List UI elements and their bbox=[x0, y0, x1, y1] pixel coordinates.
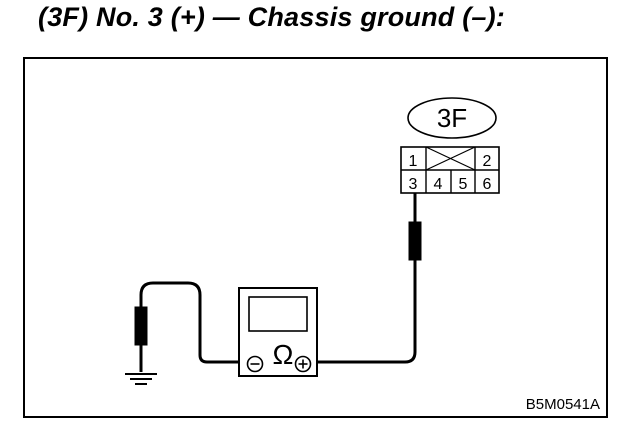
negative-test-lead bbox=[139, 281, 245, 372]
pin-4: 4 bbox=[434, 176, 443, 193]
connector-label-oval bbox=[407, 97, 497, 139]
diagram-frame bbox=[23, 57, 608, 418]
figure-code: B5M0541A bbox=[526, 396, 600, 413]
pin-3: 3 bbox=[409, 176, 418, 193]
negative-probe bbox=[134, 306, 148, 346]
ohmmeter: Ω bbox=[238, 287, 318, 377]
positive-probe bbox=[408, 221, 422, 261]
connector-3f: 1 2 3 4 5 6 bbox=[400, 146, 500, 194]
positive-test-lead bbox=[307, 193, 417, 364]
pin-1: 1 bbox=[409, 153, 418, 170]
meter-display bbox=[248, 296, 308, 332]
pin-5: 5 bbox=[459, 176, 468, 193]
connector-label: 3F bbox=[437, 103, 467, 133]
chassis-ground-icon bbox=[125, 373, 157, 385]
pin-6: 6 bbox=[483, 176, 492, 193]
ohm-symbol: Ω bbox=[273, 339, 294, 370]
page-title: (3F) No. 3 (+) — Chassis ground (–): bbox=[38, 2, 505, 32]
pin-2: 2 bbox=[483, 153, 492, 170]
